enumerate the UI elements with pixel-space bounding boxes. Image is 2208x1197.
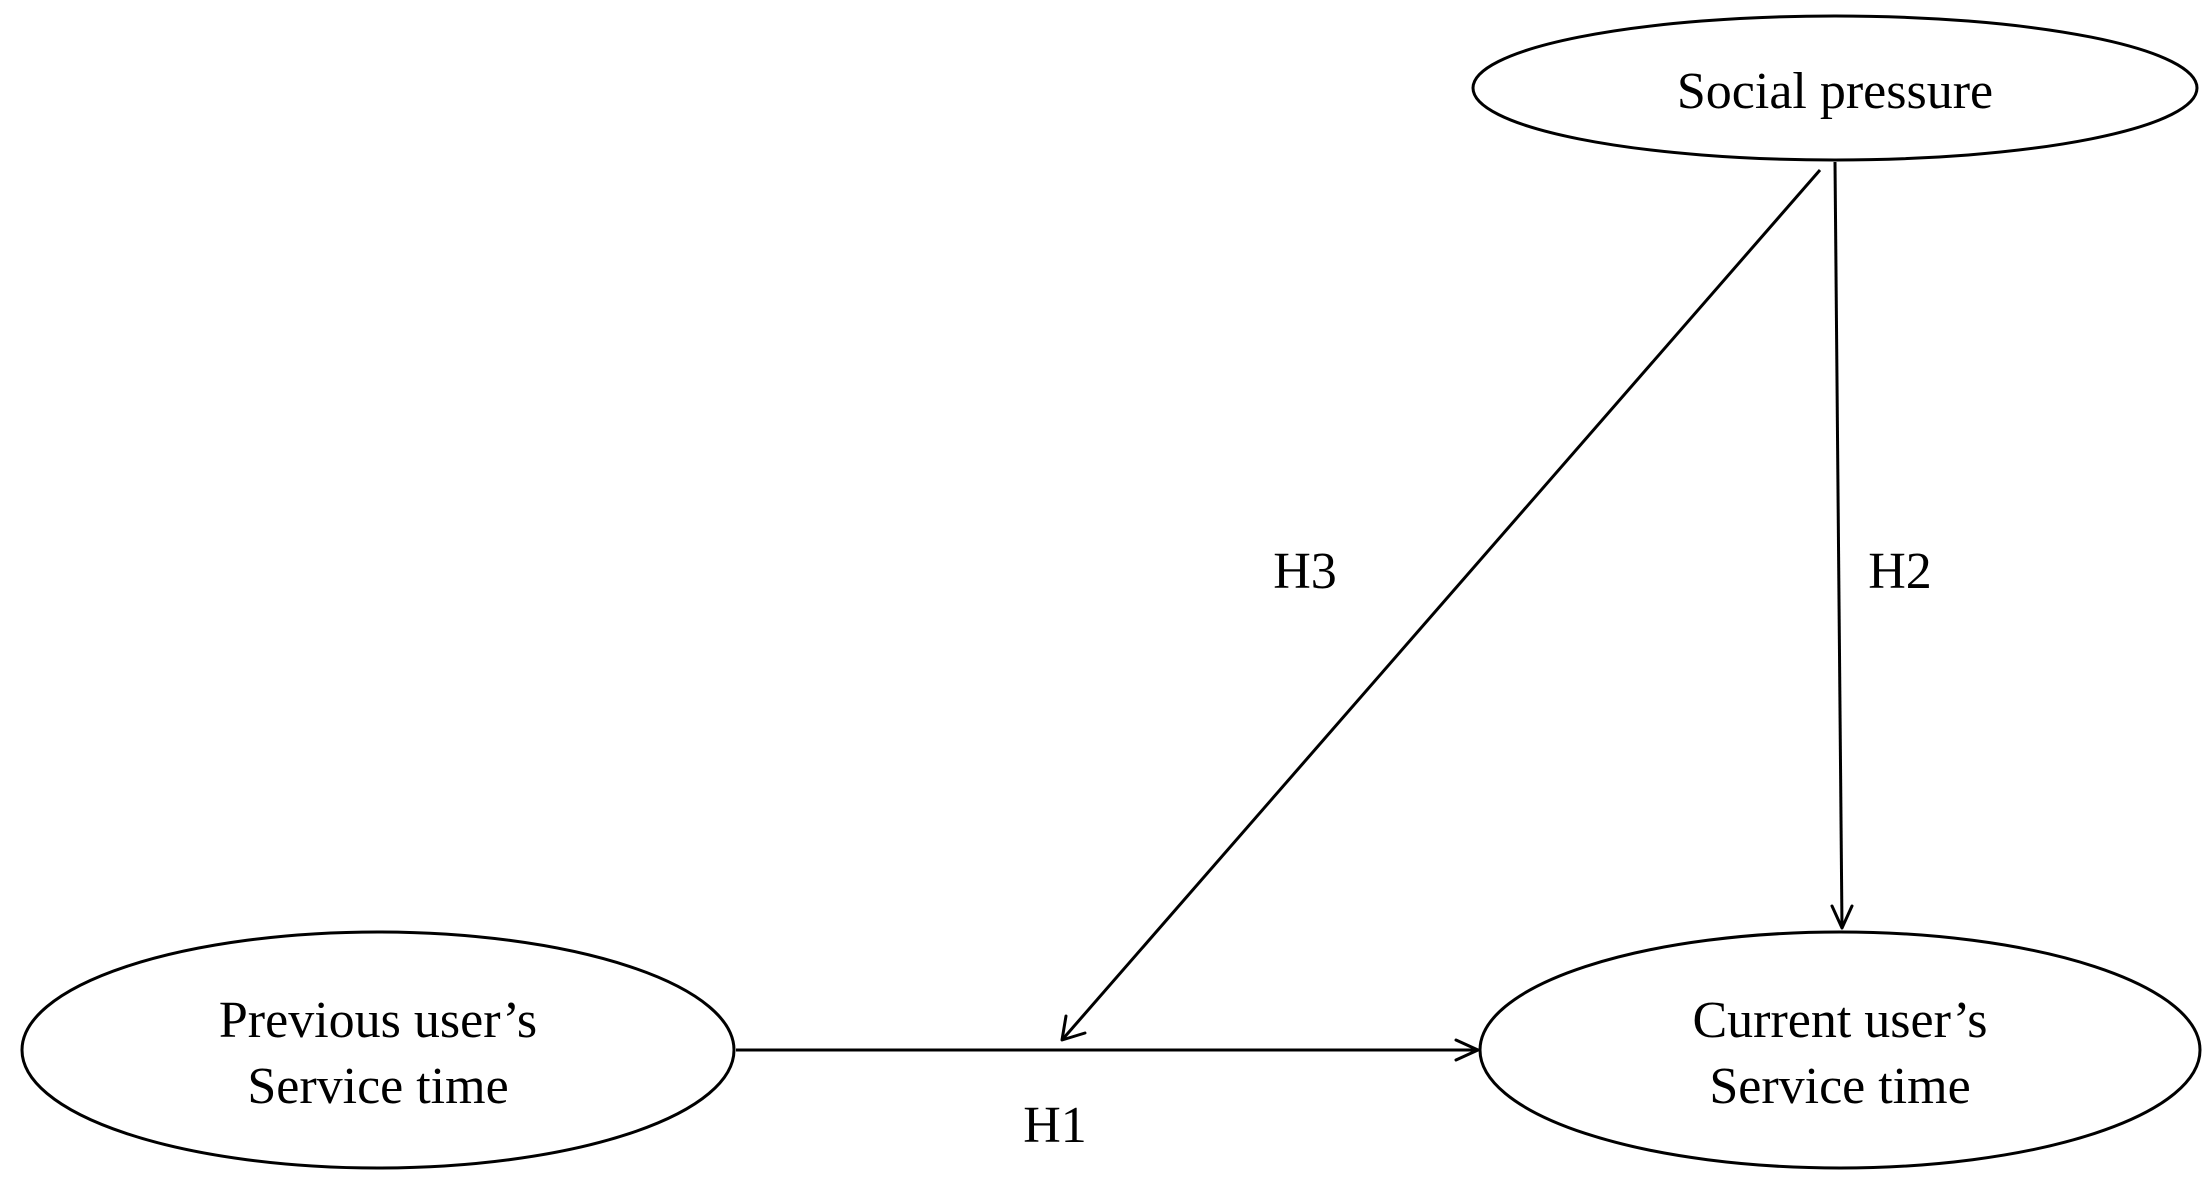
edge-h3-line	[1060, 169, 1822, 1041]
social-pressure-label: Social pressure	[1677, 63, 1993, 120]
edge-h1-arrowhead	[1454, 1038, 1480, 1062]
node-previous-service-time: Previous user’s Service time	[20, 930, 736, 1170]
edge-h2-label: H2	[1868, 543, 1932, 600]
edge-h3: H3	[1060, 169, 1822, 1042]
previous-service-time-label-line2: Service time	[247, 1058, 508, 1115]
edge-h1: H1	[736, 1038, 1480, 1154]
edge-h2: H2	[1830, 161, 1932, 930]
previous-service-time-ellipse	[20, 930, 736, 1170]
node-current-service-time: Current user’s Service time	[1478, 930, 2202, 1170]
edge-h3-label: H3	[1273, 543, 1337, 600]
edge-h2-arrowhead	[1830, 904, 1854, 930]
node-social-pressure: Social pressure	[1471, 14, 2199, 162]
current-service-time-label-line1: Current user’s	[1692, 992, 1987, 1049]
previous-service-time-label-line1: Previous user’s	[219, 992, 537, 1049]
edge-h3-arrowhead	[1060, 1014, 1087, 1042]
social-pressure-ellipse	[1471, 14, 2199, 162]
edge-h1-label: H1	[1023, 1097, 1087, 1154]
current-service-time-ellipse	[1478, 930, 2202, 1170]
edge-h2-line	[1833, 161, 1844, 929]
current-service-time-label-line2: Service time	[1709, 1058, 1970, 1115]
